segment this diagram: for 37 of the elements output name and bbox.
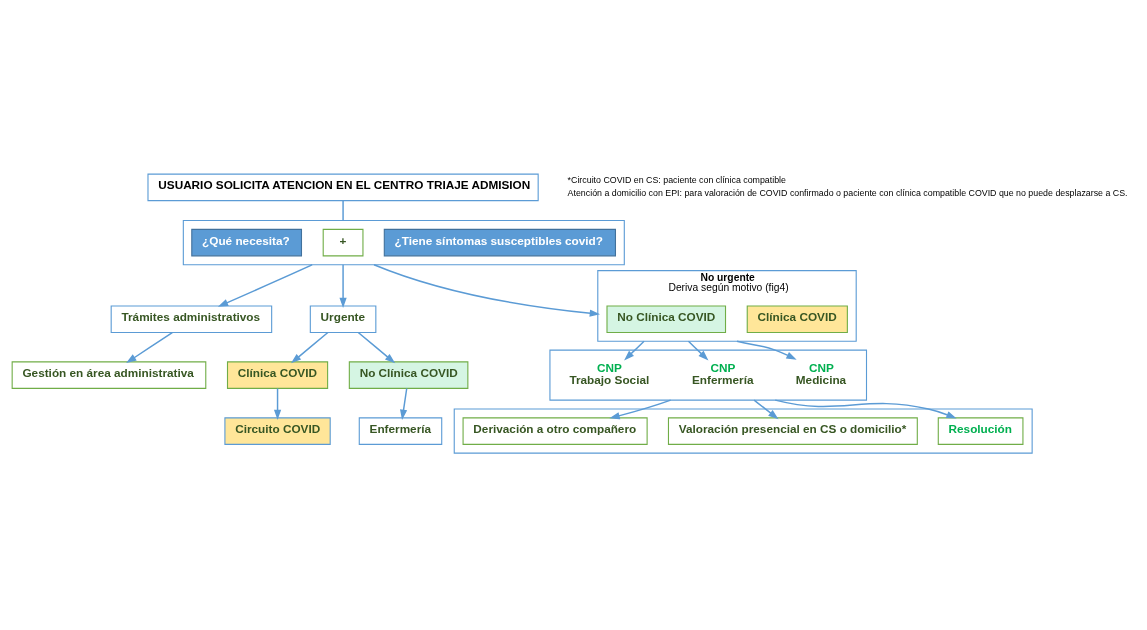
label: Atención a domicilio con EPI: para valoración de COVID confirmado o paciente con clínica compatible COVID que no puede desplazarse a CS.: [567, 187, 1128, 198]
node-box: Clínica COVID: [226, 360, 329, 389]
node-text: CNP Trabajo Social: [569, 360, 650, 386]
node-box: Enfermería: [358, 416, 443, 445]
node-box: +: [322, 228, 364, 256]
node-box: No Clínica COVID: [606, 304, 727, 333]
node-box: No Clínica COVID: [348, 360, 469, 389]
node-box: Valoración presencial en CS o domicilio*: [667, 416, 918, 445]
label: *Circuito COVID en CS: paciente con clínica compatible: [567, 174, 786, 185]
arrow: [687, 340, 709, 360]
connector: [342, 199, 344, 221]
node-box: ¿Qué necesita?: [191, 228, 303, 256]
node-box: Derivación a otro compañero: [462, 416, 648, 445]
node-box: Trámites administrativos: [110, 304, 273, 333]
arrow: [357, 331, 396, 363]
arrow: [217, 263, 313, 307]
arrow: [753, 398, 779, 419]
node-box: ¿Tiene síntomas susceptibles covid?: [383, 228, 616, 256]
node-text: CNP Medicina: [795, 360, 847, 386]
arrow: [126, 331, 174, 363]
arrow: [624, 340, 645, 360]
node-box: Gestión en área administrativa: [11, 360, 207, 389]
node-box: Circuito COVID: [224, 416, 331, 445]
arrow: [774, 398, 957, 419]
cluster: [182, 219, 625, 265]
node-box: Urgente: [309, 304, 377, 333]
arrow: [736, 340, 797, 360]
node-box: Resolución: [937, 416, 1024, 445]
arrow: [373, 263, 600, 317]
arrow: [290, 331, 329, 363]
node-box: USUARIO SOLICITA ATENCION EN EL CENTRO TRIAJE ADMISION: [147, 173, 539, 201]
arrow: [400, 387, 408, 420]
node-box: Clínica COVID: [746, 304, 848, 333]
arrow: [273, 387, 282, 420]
node-text: CNP Enfermería: [692, 360, 754, 386]
arrow: [609, 398, 672, 419]
arrow: [339, 263, 347, 308]
